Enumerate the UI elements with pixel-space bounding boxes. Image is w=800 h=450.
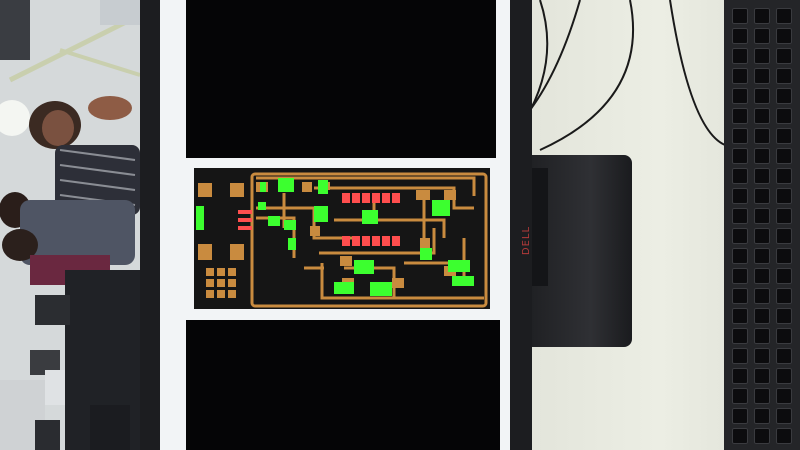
keyboard-key (732, 88, 748, 104)
keyboard-key (754, 228, 770, 244)
keyboard-key (754, 168, 770, 184)
keyboard-key (732, 268, 748, 284)
keyboard-key (732, 368, 748, 384)
keyboard-key (754, 128, 770, 144)
keyboard-key (754, 148, 770, 164)
keyboard-key (776, 148, 792, 164)
keyboard-key (754, 348, 770, 364)
keyboard-key (754, 428, 770, 444)
keyboard-key (732, 388, 748, 404)
cables (524, 0, 726, 151)
keyboard-key (754, 268, 770, 284)
keyboard-key (732, 68, 748, 84)
keyboard-key (776, 368, 792, 384)
keyboard-key (776, 308, 792, 324)
keyboard-key (732, 308, 748, 324)
keyboard-key (732, 188, 748, 204)
keyboard-key (754, 188, 770, 204)
keyboard-key (754, 108, 770, 124)
keyboard-key (754, 208, 770, 224)
keyboard-key (754, 88, 770, 104)
keyboard-key (732, 348, 748, 364)
keyboard-key (776, 288, 792, 304)
keyboard-key (754, 28, 770, 44)
keyboard-key (754, 248, 770, 264)
keyboard-key (754, 288, 770, 304)
keyboard-key (776, 128, 792, 144)
keyboard-key (732, 28, 748, 44)
keyboard-key (776, 108, 792, 124)
keyboard-key (776, 348, 792, 364)
keyboard-key (732, 228, 748, 244)
keyboard-key (732, 288, 748, 304)
keyboard-key (776, 408, 792, 424)
keyboard-key (776, 8, 792, 24)
keyboard-key (776, 68, 792, 84)
monitor-stand-neck (528, 168, 548, 286)
keyboard-key (732, 148, 748, 164)
keyboard-key (754, 48, 770, 64)
keyboard-key (776, 48, 792, 64)
keyboard-key (732, 8, 748, 24)
keyboard-key (776, 28, 792, 44)
lab-scene-illustration (0, 0, 150, 450)
pcb-layout-view (194, 168, 490, 309)
keyboard-keys (724, 0, 800, 450)
keyboard-key (776, 208, 792, 224)
lab-background (0, 0, 150, 450)
keyboard-key (732, 248, 748, 264)
keyboard-key (754, 8, 770, 24)
screen-black-panel-top (186, 0, 496, 158)
keyboard-key (732, 408, 748, 424)
keyboard-key (732, 428, 748, 444)
keyboard-key (732, 108, 748, 124)
keyboard-key (732, 48, 748, 64)
keyboard-key (732, 128, 748, 144)
keyboard-key (732, 208, 748, 224)
keyboard-key (754, 68, 770, 84)
keyboard-key (754, 408, 770, 424)
keyboard-key (776, 188, 792, 204)
keyboard-key (754, 308, 770, 324)
keyboard-key (776, 168, 792, 184)
keyboard-key (776, 328, 792, 344)
keyboard-key (732, 328, 748, 344)
screen-black-panel-bottom (186, 320, 500, 450)
keyboard-key (776, 228, 792, 244)
keyboard-key (754, 368, 770, 384)
keyboard-key (754, 388, 770, 404)
pcb-board-drawing (194, 168, 490, 309)
keyboard-key (776, 388, 792, 404)
keyboard-key (732, 168, 748, 184)
monitor-brand-logo: DELL (521, 225, 533, 256)
keyboard-key (776, 88, 792, 104)
keyboard-key (776, 268, 792, 284)
keyboard-key (776, 248, 792, 264)
keyboard-key (754, 328, 770, 344)
keyboard-key (776, 428, 792, 444)
